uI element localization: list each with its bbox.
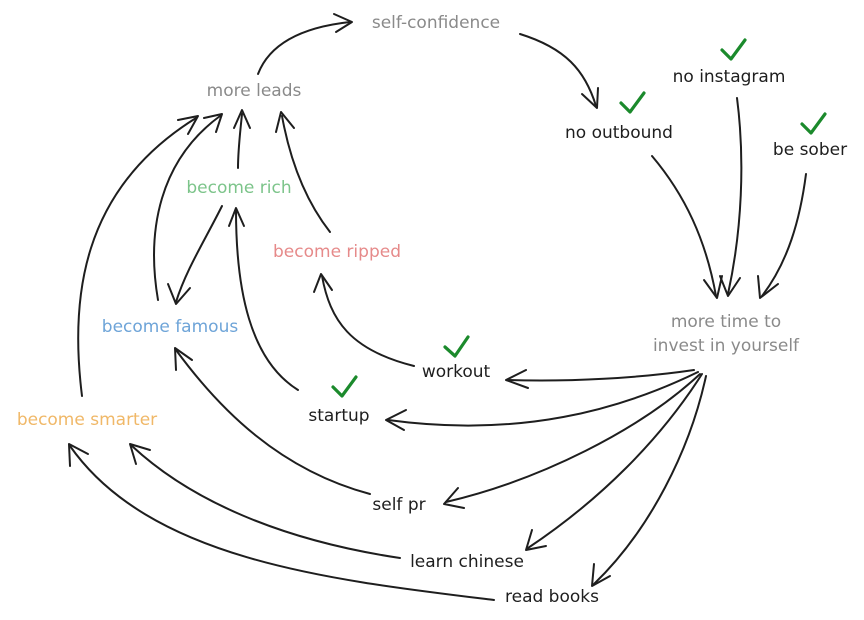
arrow-become-rich-to-more-leads	[237, 113, 243, 169]
arrowhead-more-leads-1	[177, 115, 199, 135]
arrow-self-confidence-to-no-outbound	[519, 33, 597, 107]
arrow-be-sober-to-more-time	[761, 173, 807, 297]
checkmark-icon	[720, 38, 747, 61]
node-become-rich: become rich	[186, 178, 291, 198]
arrow-workout-to-become-ripped	[321, 275, 415, 367]
node-become-famous: become famous	[102, 317, 239, 337]
arrow-more-time-to-learn-chinese	[527, 373, 703, 549]
arrowhead-more-time-2	[719, 275, 741, 297]
arrowhead-more-leads-3	[233, 109, 251, 129]
node-become-smarter: become smarter	[17, 410, 157, 430]
checkmark-icon	[800, 112, 827, 135]
node-no-outbound: no outbound	[565, 123, 673, 143]
checkmark-icon	[331, 375, 358, 398]
node-no-instagram: no instagram	[673, 67, 786, 87]
arrow-no-outbound-to-more-time	[651, 155, 717, 297]
arrowhead-become-ripped	[313, 273, 333, 293]
node-read-books: read books	[505, 587, 599, 607]
arrow-become-ripped-to-more-leads	[281, 115, 331, 233]
arrow-more-time-to-read-books	[593, 375, 707, 585]
arrowhead-more-leads-4	[275, 111, 295, 133]
arrow-become-famous-to-more-leads	[153, 115, 221, 301]
arrowhead-more-time-3	[757, 275, 779, 299]
checkmark-icon	[443, 335, 470, 358]
arrow-self-pr-to-become-famous	[175, 349, 371, 495]
node-workout: workout	[422, 362, 491, 382]
arrowhead-become-famous-1	[174, 347, 193, 371]
node-self-confidence: self-confidence	[372, 13, 500, 33]
arrow-become-rich-to-become-famous	[175, 205, 223, 303]
checkmark-icon	[619, 91, 646, 114]
arrow-more-time-to-workout	[507, 369, 695, 382]
arrowhead-become-smarter-1	[129, 443, 151, 465]
arrow-learn-chinese-to-become-smarter	[131, 445, 401, 559]
node-labels: self-confidence more leads no outbound n…	[17, 13, 847, 607]
node-more-leads: more leads	[207, 81, 302, 101]
arrow-no-instagram-to-more-time	[727, 97, 743, 295]
checkmarks	[331, 38, 827, 398]
node-startup: startup	[308, 406, 369, 426]
arrowhead-become-famous-2	[167, 283, 191, 305]
arrowhead-become-smarter-2	[68, 443, 89, 467]
arrowhead-more-time-1	[703, 275, 723, 299]
node-become-ripped: become ripped	[273, 242, 401, 262]
arrow-become-smarter-to-more-leads	[77, 117, 197, 397]
node-learn-chinese: learn chinese	[410, 552, 524, 572]
arrow-more-leads-to-self-confidence	[257, 21, 351, 75]
arrowhead-read-books	[591, 563, 611, 587]
arrowhead-startup	[385, 409, 407, 431]
arrowhead-more-leads-2	[203, 113, 223, 133]
arrow-more-time-to-startup	[387, 371, 699, 427]
arrowhead-no-outbound	[581, 87, 599, 109]
arrowhead-workout	[505, 369, 529, 389]
node-more-time-line-2: invest in yourself	[653, 336, 800, 356]
arrow-more-time-to-self-pr	[445, 373, 701, 503]
node-be-sober: be sober	[773, 140, 847, 160]
arrow-startup-to-become-rich	[235, 209, 299, 391]
node-self-pr: self pr	[372, 495, 425, 515]
arrowhead-become-rich	[228, 207, 245, 227]
arrowhead-learn-chinese	[525, 529, 547, 551]
arrowhead-self-pr	[443, 487, 465, 509]
connector-layer	[68, 13, 807, 601]
arrowhead-self-confidence	[333, 13, 353, 33]
node-more-time-line-1: more time to	[671, 312, 781, 332]
arrow-read-books-to-become-smarter	[69, 445, 495, 601]
